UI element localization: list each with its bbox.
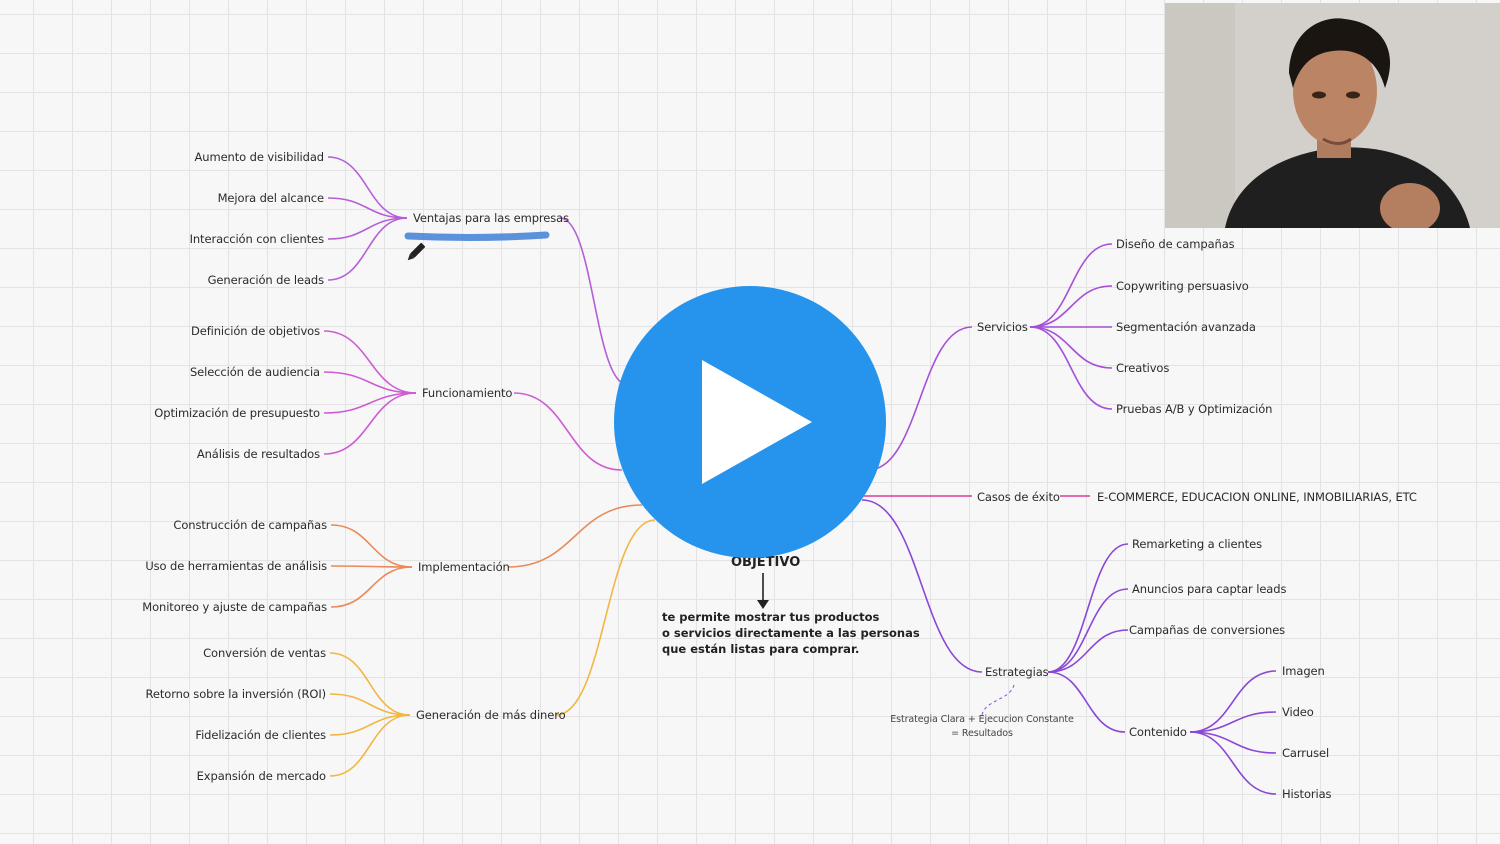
branch-label-casos: Casos de éxito (977, 490, 1060, 504)
branch-label-2: Implementación (418, 560, 510, 574)
leaf-edge-3-3 (329, 714, 411, 777)
leaf-label-0-0: Aumento de visibilidad (194, 150, 325, 164)
leaf-label-0-1: Mejora del alcance (217, 191, 324, 205)
leaf-label-estrategias-2: Campañas de conversiones (1129, 623, 1286, 637)
leaf-label-1-1: Selección de audiencia (189, 365, 320, 379)
casos-detail: E-COMMERCE, EDUCACION ONLINE, INMOBILIAR… (1097, 490, 1417, 504)
branch-label-contenido: Contenido (1129, 725, 1187, 739)
branch-edge-3 (555, 519, 656, 716)
leaf-label-0-2: Interacción con clientes (189, 232, 325, 246)
leaf-edge-servicios-1 (1029, 285, 1113, 328)
objective-description: te permite mostrar tus productos o servi… (662, 610, 920, 656)
leaf-edge-estrategias-2 (1047, 629, 1129, 673)
leaf-label-servicios-0: Diseño de campañas (1116, 237, 1235, 251)
branch-edge-1 (513, 392, 623, 471)
leaf-edge-2-0 (330, 524, 413, 568)
leaf-label-1-3: Análisis de resultados (196, 447, 320, 461)
leaf-edge-0-0 (327, 156, 408, 219)
leaf-label-contenido-3: Historias (1282, 787, 1332, 801)
leaf-edge-3-0 (329, 652, 411, 716)
leaf-edge-3-1 (329, 693, 411, 716)
leaf-edge-3-2 (329, 714, 411, 736)
leaf-label-servicios-4: Pruebas A/B y Optimización (1116, 402, 1273, 416)
leaf-label-estrategias-1: Anuncios para captar leads (1132, 582, 1287, 596)
branch-edge-servicios (867, 326, 973, 471)
objective-title: OBJETIVO (731, 555, 801, 570)
branch-label-1: Funcionamiento (422, 386, 513, 400)
leaf-label-2-0: Construcción de campañas (173, 518, 327, 532)
leaf-edge-1-3 (323, 392, 417, 455)
leaf-edge-contenido-3 (1189, 731, 1277, 795)
leaf-edge-1-2 (323, 392, 417, 414)
strategy-note-line1: Estrategia Clara + Ejecucion Constante (890, 714, 1074, 725)
leaf-edge-contenido-2 (1189, 731, 1277, 754)
leaf-edge-servicios-3 (1029, 326, 1113, 369)
strategy-note-line2: = Resultados (951, 728, 1013, 739)
leaf-label-estrategias-0: Remarketing a clientes (1132, 537, 1262, 551)
edge-contenido (1047, 671, 1126, 733)
presenter-webcam (1165, 3, 1500, 228)
leaf-edge-servicios-4 (1029, 326, 1113, 410)
leaf-label-1-2: Optimización de presupuesto (154, 406, 320, 420)
leaf-edge-0-1 (327, 197, 408, 219)
leaf-edge-0-2 (327, 217, 408, 240)
leaf-label-contenido-0: Imagen (1282, 664, 1325, 678)
leaf-edge-contenido-1 (1189, 711, 1277, 733)
branch-label-3: Generación de más dinero (416, 708, 566, 722)
leaf-edge-estrategias-1 (1047, 588, 1129, 673)
leaf-edge-2-2 (330, 566, 413, 608)
leaf-label-servicios-2: Segmentación avanzada (1116, 320, 1256, 334)
note-connector (981, 684, 1015, 716)
leaf-label-1-0: Definición de objetivos (190, 324, 320, 338)
leaf-label-0-3: Generación de leads (207, 273, 324, 287)
leaf-label-contenido-1: Video (1282, 705, 1314, 719)
leaf-label-3-3: Expansión de mercado (196, 769, 326, 783)
leaf-label-3-1: Retorno sobre la inversión (ROI) (145, 687, 327, 701)
leaf-edge-0-3 (327, 217, 408, 281)
branch-label-0: Ventajas para las empresas (413, 211, 570, 225)
leaf-edge-contenido-0 (1189, 670, 1277, 733)
leaf-edge-estrategias-0 (1047, 543, 1129, 673)
leaf-label-2-2: Monitoreo y ajuste de campañas (142, 600, 327, 614)
play-icon (702, 360, 812, 484)
branch-label-servicios: Servicios (977, 320, 1028, 334)
pen-cursor-icon (407, 242, 426, 261)
branch-edge-estrategias (861, 499, 983, 673)
branch-label-estrategias: Estrategias (985, 665, 1049, 679)
leaf-label-3-2: Fidelización de clientes (195, 728, 326, 742)
play-button[interactable] (614, 286, 886, 558)
leaf-label-servicios-3: Creativos (1116, 361, 1170, 375)
leaf-label-servicios-1: Copywriting persuasivo (1116, 279, 1249, 293)
branch-edge-0 (559, 217, 629, 386)
branch-edge-2 (507, 504, 643, 568)
leaf-edge-1-0 (323, 330, 417, 394)
objective-arrow (757, 573, 769, 609)
highlighter-stroke (404, 231, 550, 241)
leaf-label-2-1: Uso de herramientas de análisis (145, 559, 327, 573)
leaf-edge-2-1 (330, 565, 413, 568)
leaf-edge-1-1 (323, 371, 417, 394)
leaf-label-3-0: Conversión de ventas (203, 646, 326, 660)
leaf-edge-servicios-0 (1029, 243, 1113, 328)
leaf-label-contenido-2: Carrusel (1282, 746, 1330, 760)
